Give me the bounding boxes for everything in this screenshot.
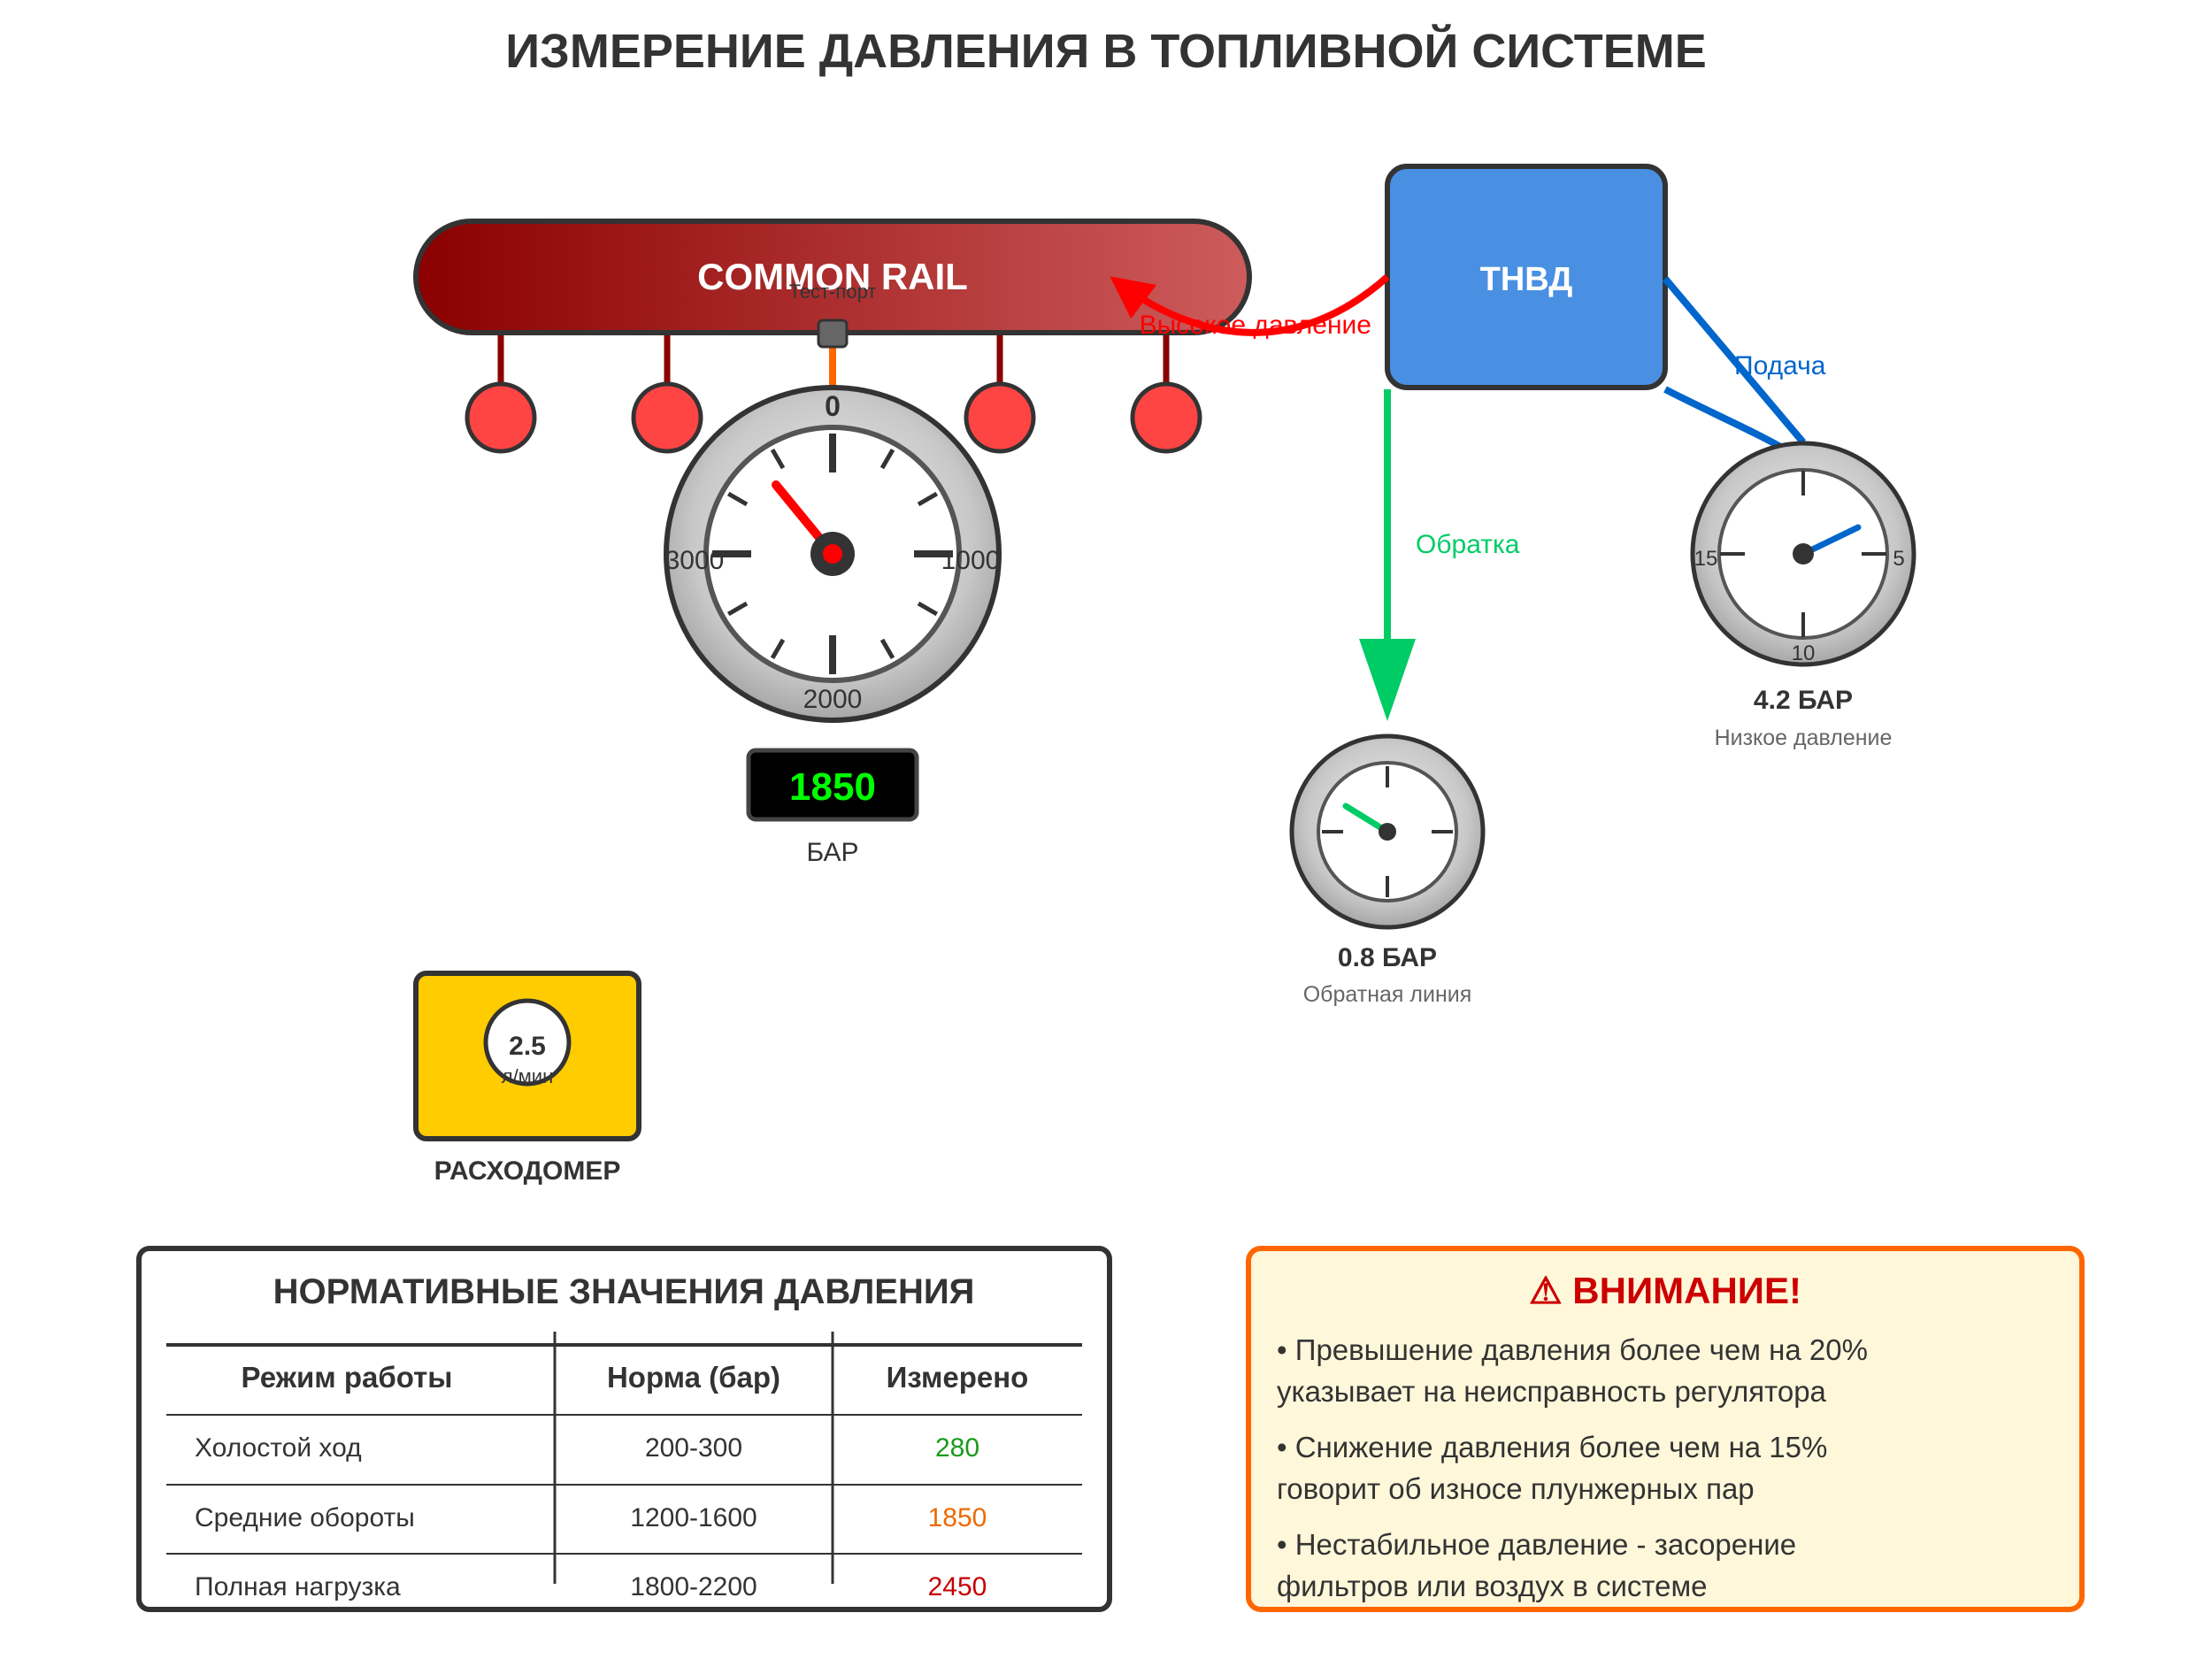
table-header-mode: Режим работы: [242, 1361, 453, 1394]
table-cell-mode: Полная нагрузка: [195, 1572, 401, 1601]
high-pressure-label: Высокое давление: [1140, 311, 1371, 340]
table-cell-mode: Средние обороты: [195, 1503, 415, 1532]
supply-line: [1662, 276, 1807, 445]
injector: [465, 381, 537, 454]
warning-item-line: • Нестабильное давление - засорение: [1277, 1528, 1796, 1561]
flowmeter-label: РАСХОДОМЕР: [434, 1156, 621, 1186]
table-cell-norm: 200-300: [645, 1433, 742, 1463]
flowmeter-value: 2.5: [509, 1032, 546, 1061]
return-label: Обратка: [1416, 530, 1520, 559]
main-gauge-tick-mark: [879, 638, 895, 660]
main-gauge-tick-0: 0: [825, 390, 841, 422]
supply-gauge-tick-15: 15: [1694, 547, 1718, 571]
supply-gauge-caption: Низкое давление: [1715, 726, 1893, 750]
return-gauge-value: 0.8 БАР: [1338, 943, 1437, 972]
digital-display: [746, 748, 919, 822]
warning-item-line: фильтров или воздух в системе: [1277, 1570, 1708, 1602]
test-port-label: Тест-порт: [789, 280, 877, 303]
table-cell-measured: 280: [935, 1433, 979, 1463]
main-gauge-tick-3000: 3000: [665, 546, 725, 575]
norms-table-title: НОРМАТИВНЫЕ ЗНАЧЕНИЯ ДАВЛЕНИЯ: [273, 1272, 975, 1311]
return-gauge-hub: [1379, 823, 1396, 841]
main-gauge-tick-mark: [879, 448, 895, 470]
main-pressure-gauge: 0 1000 2000 3000: [664, 385, 1002, 723]
warning-item-line: • Снижение давления более чем на 15%: [1277, 1431, 1827, 1463]
return-pressure-gauge: [1289, 733, 1486, 930]
injector: [1130, 381, 1202, 454]
supply-gauge-value: 4.2 БАР: [1754, 686, 1853, 715]
flowmeter-unit: л/мин: [502, 1065, 554, 1087]
warning-item-line: говорит об износе плунжерных пар: [1277, 1472, 1755, 1505]
warning-box: ⚠ ВНИМАНИЕ! • Превышение давления более …: [1246, 1246, 2085, 1612]
main-gauge-tick-mark: [770, 638, 786, 660]
injector: [964, 381, 1036, 454]
injector: [631, 381, 703, 454]
common-rail-label: COMMON RAIL: [697, 256, 968, 297]
main-gauge-tick-mark: [726, 601, 749, 617]
table-header-measured: Измерено: [887, 1361, 1029, 1394]
main-gauge-tick-mark: [917, 491, 939, 507]
injectors: [465, 332, 1202, 454]
main-gauge-tick-mark: [770, 448, 786, 470]
high-pressure-line: [1110, 274, 1390, 336]
main-gauge-ticks: [712, 434, 953, 674]
table-cell-norm: 1200-1600: [630, 1503, 757, 1532]
warning-item-line: • Превышение давления более чем на 20%: [1277, 1333, 1868, 1366]
main-gauge-tick-1000: 1000: [941, 546, 1001, 575]
supply-gauge-hub: [1793, 543, 1814, 565]
supply-gauge-tick-5: 5: [1893, 547, 1904, 571]
warning-item-line: указывает на неисправность регулятора: [1277, 1375, 1827, 1408]
table-cell-norm: 1800-2200: [630, 1572, 757, 1601]
return-arrowhead: [1359, 639, 1416, 721]
main-gauge-tick-mark: [726, 491, 749, 507]
test-port: [817, 319, 849, 349]
main-gauge-tick-2000: 2000: [803, 685, 863, 714]
norms-table: НОРМАТИВНЫЕ ЗНАЧЕНИЯ ДАВЛЕНИЯ Режим рабо…: [136, 1246, 1112, 1612]
supply-label: Подача: [1734, 351, 1826, 380]
table-header-norm: Норма (бар): [607, 1361, 780, 1394]
page-title: ИЗМЕРЕНИЕ ДАВЛЕНИЯ В ТОПЛИВНОЙ СИСТЕМЕ: [505, 24, 1707, 78]
supply-gauge-tick-10: 10: [1792, 641, 1816, 665]
supply-pressure-gauge: 5 10 15: [1690, 441, 1916, 667]
main-gauge-tick-mark: [917, 601, 939, 617]
table-cell-measured: 2450: [928, 1572, 987, 1601]
tnvd-label: ТНВД: [1480, 261, 1573, 298]
table-cell-measured: 1850: [928, 1503, 987, 1532]
main-gauge-unit: БАР: [806, 838, 858, 867]
return-gauge-caption: Обратная линия: [1303, 982, 1472, 1007]
table-cell-mode: Холостой ход: [195, 1433, 362, 1463]
flowmeter-dial: [483, 998, 572, 1087]
digital-display-value: 1850: [789, 765, 876, 809]
warning-title: ⚠ ВНИМАНИЕ!: [1529, 1270, 1801, 1311]
